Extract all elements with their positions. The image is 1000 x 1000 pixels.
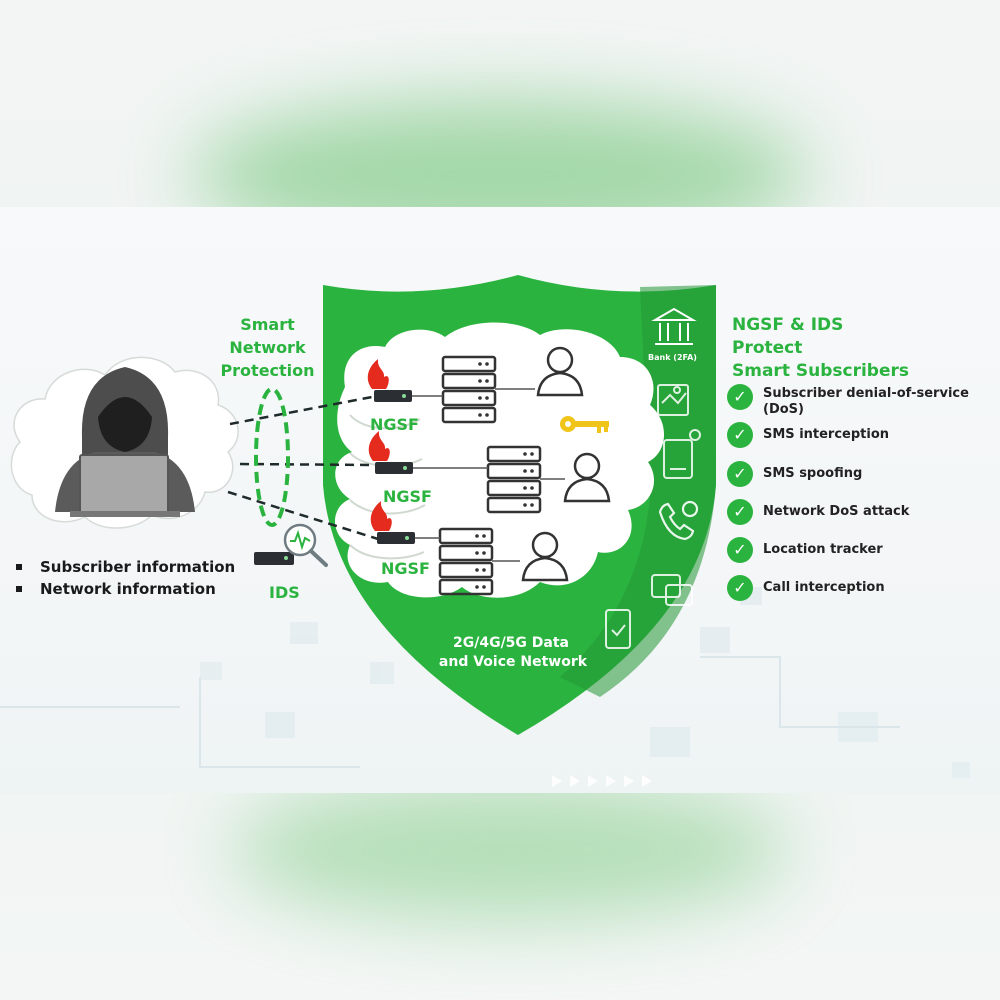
- right-title: NGSF & IDS Protect Smart Subscribers: [732, 314, 909, 383]
- list-item-label: SMS interception: [763, 427, 890, 442]
- ids-device: [254, 552, 294, 565]
- user-icon-2: [563, 452, 611, 503]
- check-icon: ✓: [727, 461, 753, 487]
- map-icon: [657, 384, 689, 416]
- list-item-label: Network DoS attack: [763, 504, 910, 519]
- list-item: ✓ Location tracker: [727, 537, 973, 563]
- server-user-links: [412, 388, 565, 562]
- bank-icon: [651, 307, 697, 345]
- check-icon: ✓: [727, 537, 753, 563]
- arrow-row: [552, 775, 652, 787]
- attacker-info-list: Subscriber information Network informati…: [16, 556, 235, 600]
- background-circuit-lines: [0, 656, 900, 768]
- ngsf-firewall-3: [370, 501, 415, 544]
- server-icon-2: [486, 445, 542, 514]
- check-icon: ✓: [727, 422, 753, 448]
- left-title: Smart Network Protection: [200, 313, 335, 382]
- flame-icon: [368, 431, 390, 461]
- list-item-label: Call interception: [763, 580, 885, 595]
- user-icon-3: [521, 531, 569, 582]
- bank-label: Bank (2FA): [648, 353, 697, 362]
- right-title-line: Smart Subscribers: [732, 361, 909, 381]
- ngsf-label-2: NGSF: [383, 487, 432, 506]
- check-icon: ✓: [727, 499, 753, 525]
- list-item: ✓ Subscriber denial-of-service (DoS): [727, 384, 973, 418]
- network-diagram: NGSF NGSF NGSF IDS Bank (2FA) 2G/4G/5G D…: [0, 275, 970, 787]
- list-item-label: Location tracker: [763, 542, 883, 557]
- app-icon: [663, 429, 701, 479]
- server-icon-1: [441, 355, 497, 424]
- left-title-line: Network: [229, 338, 306, 357]
- protection-ring: [254, 387, 290, 527]
- flame-icon: [367, 359, 389, 389]
- right-title-line: Protect: [732, 338, 803, 358]
- list-item-label: Network information: [40, 580, 216, 598]
- list-item-label: Subscriber denial-of-service (DoS): [763, 386, 969, 417]
- attack-paths: [227, 395, 379, 541]
- server-icon-3: [438, 527, 494, 596]
- ngsf-firewall-2: [368, 431, 413, 474]
- blurred-background-bottom: [230, 780, 790, 920]
- right-title-line: NGSF & IDS: [732, 315, 844, 335]
- ngsf-label-1: NGSF: [370, 415, 419, 434]
- mobile-check-icon: [605, 609, 631, 649]
- background-tiles: [200, 587, 970, 778]
- left-title-line: Protection: [220, 361, 315, 380]
- diagram-card: NGSF NGSF NGSF IDS Bank (2FA) 2G/4G/5G D…: [0, 207, 1000, 793]
- list-item-label: SMS spoofing: [763, 466, 863, 481]
- user-icon-1: [536, 346, 584, 397]
- chat-icon: [651, 574, 693, 606]
- key-icon: [560, 416, 609, 433]
- list-item: ✓ SMS spoofing: [727, 461, 973, 487]
- protection-list: ✓ Subscriber denial-of-service (DoS) ✓ S…: [727, 384, 973, 601]
- network-label-line1: 2G/4G/5G Data: [453, 635, 569, 651]
- magnifier-icon: [283, 523, 328, 567]
- ngsf-label-3: NGSF: [381, 559, 430, 578]
- list-item-label: Subscriber information: [40, 558, 236, 576]
- list-item: ✓ Network DoS attack: [727, 499, 973, 525]
- list-item: ✓ SMS interception: [727, 422, 973, 448]
- ngsf-firewall-1: [367, 359, 412, 402]
- check-icon: ✓: [727, 575, 753, 601]
- flame-icon: [370, 501, 392, 531]
- ids-label: IDS: [269, 583, 300, 602]
- hacker-icon: [55, 367, 195, 517]
- phone-icon: [658, 500, 699, 541]
- network-label-line2: and Voice Network: [439, 654, 588, 670]
- check-icon: ✓: [727, 384, 753, 410]
- list-item: Network information: [16, 578, 235, 600]
- list-item: ✓ Call interception: [727, 575, 973, 601]
- list-item: Subscriber information: [16, 556, 235, 578]
- left-title-line: Smart: [240, 315, 295, 334]
